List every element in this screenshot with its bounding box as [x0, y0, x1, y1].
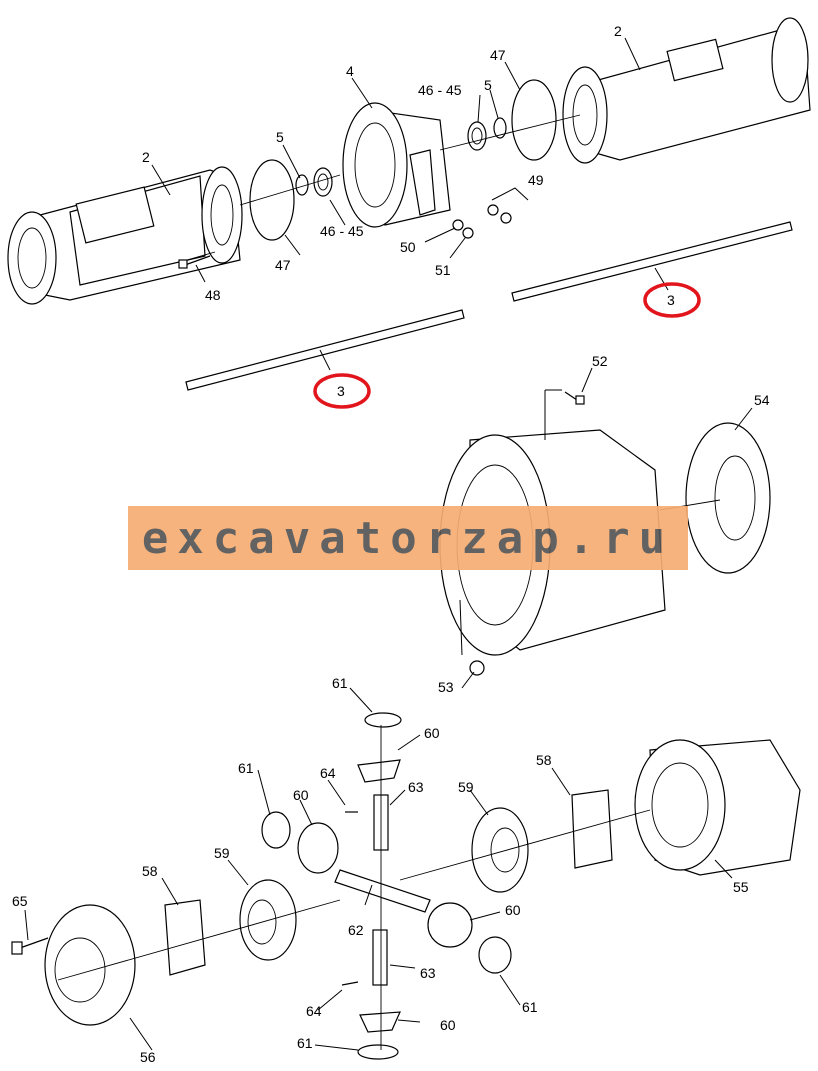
diff-case-56	[44, 904, 136, 1026]
axle-shaft-3-lower	[185, 309, 465, 391]
callout-2-right: 2	[614, 23, 622, 39]
callout-58-left: 58	[142, 863, 158, 879]
bearing-46-45-left	[313, 167, 333, 197]
callout-55: 55	[733, 879, 749, 895]
callout-59-right: 59	[458, 779, 474, 795]
pinion-gear-60-right	[427, 902, 473, 948]
nut-49b	[500, 212, 512, 224]
callout-60-right: 60	[505, 902, 521, 918]
diff-case-55	[634, 739, 801, 876]
callout-60-bottom: 60	[440, 1017, 456, 1033]
side-gear-59-right	[471, 807, 529, 893]
callout-63-lower: 63	[420, 965, 436, 981]
washer-61-bottom	[357, 1044, 399, 1060]
pinion-gear-60-top	[357, 759, 401, 783]
callout-61-top: 61	[332, 675, 348, 691]
bolt-48	[178, 255, 211, 269]
callout-59-left: 59	[214, 845, 230, 861]
callout-51: 51	[435, 262, 451, 278]
callout-47-left: 47	[275, 257, 291, 273]
ring-gear-54	[685, 422, 771, 574]
callout-63-upper: 63	[408, 779, 424, 795]
nut-53	[469, 660, 485, 676]
callout-2-left: 2	[142, 149, 150, 165]
callout-53: 53	[438, 679, 454, 695]
bearing-46-45-right	[467, 121, 487, 151]
callout-65: 65	[12, 893, 28, 909]
watermark-text: excavatorzap.ru	[141, 512, 675, 564]
callout-46-45-upper: 46 - 45	[418, 82, 462, 98]
o-ring-47-right	[511, 79, 557, 161]
callout-52: 52	[592, 353, 608, 369]
thrust-washer-58-left	[164, 899, 206, 976]
cross-shaft-62	[334, 869, 431, 913]
callout-60-top: 60	[424, 725, 440, 741]
axle-housing-right	[562, 17, 811, 164]
o-ring-47-left	[249, 159, 295, 241]
highlight-oval-3-upper	[643, 282, 701, 318]
callout-54: 54	[754, 392, 770, 408]
callout-58-right: 58	[536, 752, 552, 768]
callout-5-right: 5	[484, 77, 492, 93]
leader-lines	[24, 37, 753, 1051]
axle-housing-left	[7, 166, 243, 305]
pinion-gear-60-left	[297, 822, 339, 874]
pinion-gear-60-bottom	[359, 1011, 401, 1033]
callout-3-lower: 3	[337, 383, 345, 399]
nut-51	[462, 227, 474, 239]
center-housing-4	[342, 102, 451, 228]
ring-5-right	[493, 117, 507, 139]
highlight-oval-3-lower	[313, 373, 371, 409]
callout-61-left: 61	[238, 760, 254, 776]
bolt-52	[564, 391, 585, 405]
callout-4: 4	[346, 63, 354, 79]
callout-labels: 2 2 3 3 4 5 5 46 - 45 46 - 45 47 47 48 4…	[12, 23, 770, 1065]
pin-64-lower	[341, 981, 359, 986]
thrust-washer-58-right	[571, 789, 613, 869]
axle-shaft-3-upper	[511, 221, 793, 302]
nut-49a	[487, 204, 499, 216]
washer-61-left	[261, 811, 291, 849]
callout-64-lower: 64	[306, 1003, 322, 1019]
assembly-axis-lines	[57, 114, 721, 1050]
callout-50: 50	[400, 239, 416, 255]
callout-62: 62	[348, 922, 364, 938]
callout-56: 56	[140, 1049, 156, 1065]
shaft-63-lower	[372, 929, 388, 986]
callout-48: 48	[205, 287, 221, 303]
bolt-65	[11, 937, 49, 955]
callout-64-upper: 64	[320, 765, 336, 781]
callout-61-bottom: 61	[297, 1035, 313, 1051]
callout-61-right: 61	[522, 999, 538, 1015]
callout-46-45-lower: 46 - 45	[320, 223, 364, 239]
callout-49: 49	[528, 172, 544, 188]
callout-60-left: 60	[293, 787, 309, 803]
washer-61-top	[364, 712, 402, 728]
callout-3-upper: 3	[667, 292, 675, 308]
nut-50	[452, 219, 464, 231]
washer-61-right	[478, 936, 512, 974]
callout-47-right: 47	[490, 47, 506, 63]
callout-5-left: 5	[276, 129, 284, 145]
watermark-banner: excavatorzap.ru	[128, 506, 688, 570]
